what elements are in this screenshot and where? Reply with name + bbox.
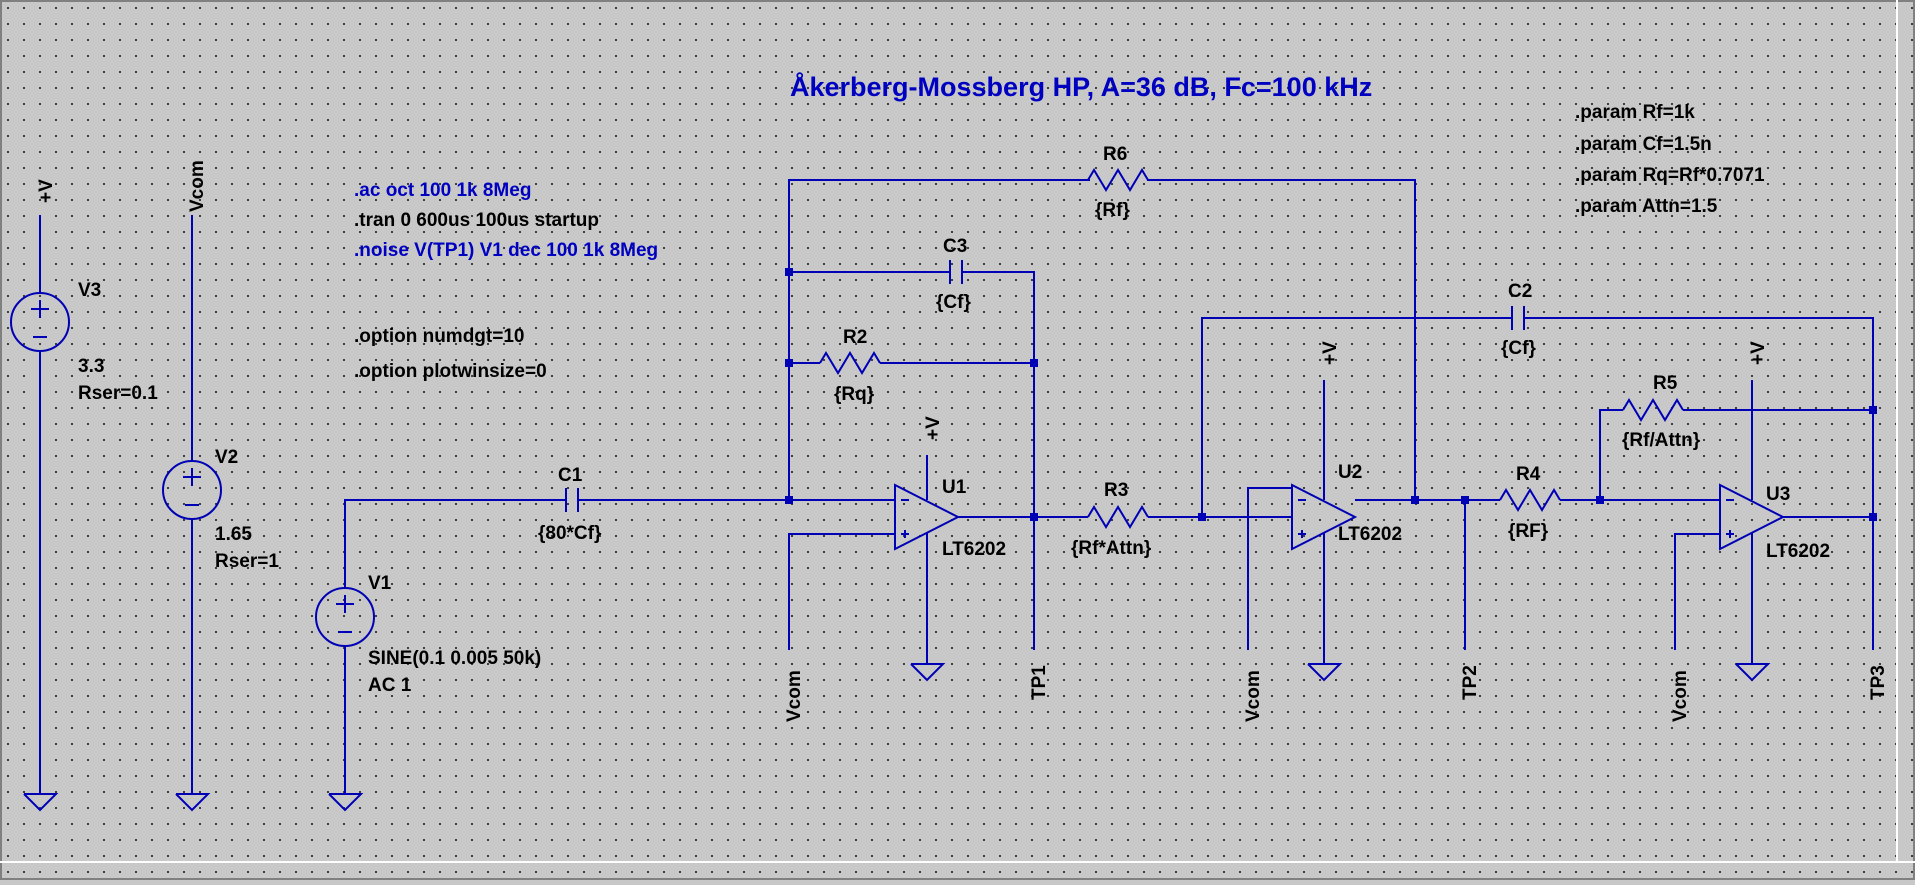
r5-value: {Rf/Attn}: [1622, 430, 1701, 451]
c3-value: {Cf}: [936, 292, 971, 313]
r4-value: {RF}: [1508, 521, 1549, 542]
c2-value: {Cf}: [1501, 338, 1536, 359]
v3-name: V3: [78, 280, 101, 301]
param-rq[interactable]: .param Rq=Rf*0.7071: [1575, 165, 1765, 186]
v1-value: SINE(0.1 0.005 50k): [368, 648, 541, 669]
net-label-tp1: TP1: [1029, 665, 1050, 700]
net-label-tp3: TP3: [1868, 665, 1889, 700]
schematic-title: Åkerberg-Mossberg HP, A=36 dB, Fc=100 kH…: [790, 71, 1372, 102]
r3-value: {Rf*Attn}: [1071, 538, 1152, 559]
u3-part: LT6202: [1766, 541, 1830, 562]
v3-rser: Rser=0.1: [78, 383, 158, 404]
u3-name: U3: [1766, 484, 1790, 505]
v1-name: V1: [368, 573, 392, 594]
option-numdgt-directive[interactable]: .option numdgt=10: [354, 326, 524, 347]
net-label-tp2: TP2: [1460, 665, 1481, 700]
v2-name: V2: [215, 447, 238, 468]
net-label-vcom-u2: Vcom: [1243, 670, 1264, 722]
source-v3[interactable]: [10, 215, 70, 811]
u1-name: U1: [942, 477, 967, 498]
r5-name: R5: [1653, 373, 1678, 394]
noise-directive[interactable]: .noise V(TP1) V1 dec 100 1k 8Meg: [354, 240, 658, 261]
option-plotwinsize-directive[interactable]: .option plotwinsize=0: [354, 361, 547, 382]
u2-name: U2: [1338, 462, 1362, 483]
source-v1[interactable]: [315, 499, 566, 811]
r6-name: R6: [1103, 144, 1127, 165]
v2-value: 1.65: [215, 524, 252, 545]
u1-part: LT6202: [942, 539, 1006, 560]
v1-ac: AC 1: [368, 675, 412, 696]
r6-value: {Rf}: [1095, 200, 1130, 221]
c1-value: {80*Cf}: [538, 523, 602, 544]
capacitor-c2[interactable]: [1511, 306, 1525, 330]
net-label-plusv-u1: +V: [923, 416, 944, 440]
v2-rser: Rser=1: [215, 551, 279, 572]
c1-name: C1: [558, 465, 583, 486]
r4-name: R4: [1516, 464, 1541, 485]
net-label-plusv-u2: +V: [1320, 341, 1341, 365]
ac-directive[interactable]: .ac oct 100 1k 8Meg: [354, 180, 531, 201]
r2-name: R2: [843, 327, 867, 348]
param-rf[interactable]: .param Rf=1k: [1575, 102, 1695, 123]
param-attn[interactable]: .param Attn=1.5: [1575, 196, 1718, 217]
v3-value: 3.3: [78, 356, 104, 377]
r3-name: R3: [1104, 480, 1128, 501]
u2-part: LT6202: [1338, 524, 1402, 545]
source-v2[interactable]: [162, 215, 222, 811]
c3-name: C3: [943, 236, 967, 257]
param-cf[interactable]: .param Cf=1.5n: [1575, 134, 1712, 155]
opamp-u1[interactable]: [894, 455, 961, 681]
net-label-vcom-u3: Vcom: [1670, 670, 1691, 722]
r2-value: {Rq}: [834, 384, 875, 405]
net-label-plusv-v3: +V: [36, 179, 57, 203]
net-label-vcom-v2: Vcom: [187, 160, 208, 212]
opamp-u3[interactable]: [1719, 380, 1786, 681]
tran-directive[interactable]: .tran 0 600us 100us startup: [354, 210, 599, 231]
net-label-plusv-u3: +V: [1748, 341, 1769, 365]
net-label-vcom-u1: Vcom: [784, 670, 805, 722]
junction-dots: [785, 268, 1877, 521]
c2-name: C2: [1508, 281, 1532, 302]
capacitor-c3[interactable]: [949, 260, 963, 284]
